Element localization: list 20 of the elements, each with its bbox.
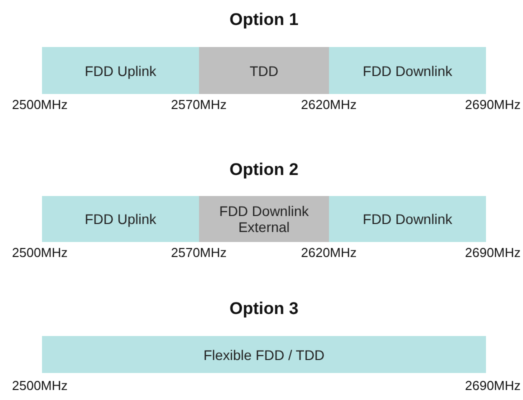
frequency-label: 2620MHz bbox=[301, 97, 357, 112]
frequency-label: 2500MHz bbox=[12, 97, 68, 112]
frequency-label: 2690MHz bbox=[465, 378, 521, 393]
frequency-label: 2500MHz bbox=[12, 245, 68, 260]
frequency-band: FDD Uplink bbox=[42, 47, 199, 94]
frequency-label: 2500MHz bbox=[12, 378, 68, 393]
frequency-label: 2570MHz bbox=[171, 97, 227, 112]
option-heading: Option 2 bbox=[230, 160, 298, 180]
frequency-band: TDD bbox=[199, 47, 329, 94]
option-heading: Option 3 bbox=[230, 299, 298, 319]
frequency-band: FDD Downlink bbox=[329, 47, 486, 94]
frequency-label: 2690MHz bbox=[465, 97, 521, 112]
frequency-band: FDD Uplink bbox=[42, 196, 199, 242]
frequency-label: 2620MHz bbox=[301, 245, 357, 260]
frequency-band: FDD Downlink External bbox=[199, 196, 329, 242]
option-heading: Option 1 bbox=[230, 10, 298, 30]
frequency-label: 2570MHz bbox=[171, 245, 227, 260]
frequency-band: FDD Downlink bbox=[329, 196, 486, 242]
frequency-label: 2690MHz bbox=[465, 245, 521, 260]
frequency-band: Flexible FDD / TDD bbox=[42, 336, 486, 373]
